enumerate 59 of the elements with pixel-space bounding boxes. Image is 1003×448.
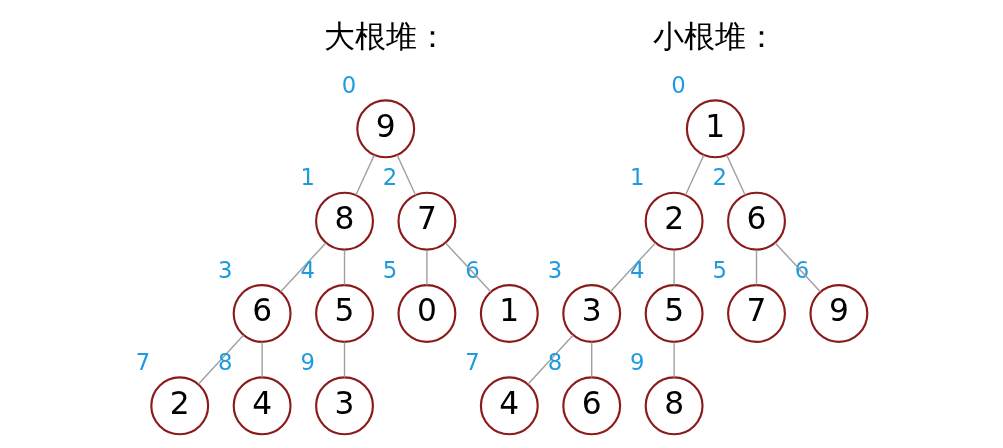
node-circle: 3 bbox=[315, 376, 374, 436]
node-label: 9 bbox=[300, 349, 315, 376]
node-label: 5 bbox=[712, 256, 727, 283]
node-label: 5 bbox=[382, 256, 398, 283]
connector bbox=[355, 154, 375, 196]
connector bbox=[609, 242, 657, 293]
node-circle: 7 bbox=[397, 191, 457, 251]
node-circle: 3 bbox=[562, 284, 622, 343]
node-circle: 4 bbox=[232, 376, 292, 436]
connector bbox=[396, 154, 417, 196]
node-label: 7 bbox=[135, 349, 151, 376]
node-label: 8 bbox=[218, 349, 233, 376]
node-circle: 9 bbox=[809, 284, 869, 343]
connector bbox=[261, 341, 263, 378]
connector bbox=[343, 341, 346, 378]
node-label: 4 bbox=[300, 256, 315, 283]
connector bbox=[774, 242, 821, 293]
connector bbox=[197, 334, 245, 385]
node-label: 3 bbox=[218, 256, 233, 283]
connector bbox=[726, 154, 746, 196]
node-label: 2 bbox=[382, 164, 398, 191]
node-label: 0 bbox=[671, 72, 686, 99]
node-label: 1 bbox=[630, 164, 645, 191]
connector bbox=[444, 242, 492, 293]
node-label: 0 bbox=[341, 72, 357, 99]
node-circle: 9 bbox=[356, 99, 416, 159]
connector bbox=[527, 334, 574, 385]
connector bbox=[673, 249, 675, 286]
node-circle: 6 bbox=[562, 376, 622, 436]
node-circle: 5 bbox=[644, 284, 704, 343]
connector bbox=[343, 249, 346, 286]
node-label: 7 bbox=[465, 349, 480, 376]
node-circle: 1 bbox=[479, 284, 539, 343]
node-label: 4 bbox=[630, 256, 645, 283]
node-label: 6 bbox=[794, 256, 810, 283]
node-circle: 4 bbox=[479, 376, 539, 436]
node-circle: 8 bbox=[315, 191, 374, 251]
node-label: 9 bbox=[630, 349, 645, 376]
node-label: 1 bbox=[300, 164, 315, 191]
connector bbox=[591, 341, 593, 378]
connector bbox=[426, 249, 428, 286]
label: 大根堆： bbox=[323, 18, 448, 55]
node-label: 2 bbox=[712, 164, 727, 191]
connector bbox=[755, 249, 758, 286]
node-circle: 5 bbox=[315, 284, 374, 343]
node-circle: 1 bbox=[685, 99, 745, 159]
node-circle: 6 bbox=[727, 191, 786, 251]
connector bbox=[684, 154, 705, 196]
node-circle: 2 bbox=[150, 376, 210, 436]
node-circle: 7 bbox=[727, 284, 786, 343]
label: 小根堆： bbox=[653, 18, 778, 55]
node-label: 3 bbox=[547, 256, 563, 283]
connector bbox=[280, 242, 327, 293]
node-circle: 0 bbox=[397, 284, 457, 343]
node-label: 8 bbox=[547, 349, 563, 376]
connector bbox=[673, 341, 675, 378]
node-circle: 2 bbox=[644, 191, 704, 251]
node-circle: 6 bbox=[232, 284, 292, 343]
node-circle: 8 bbox=[644, 376, 704, 436]
